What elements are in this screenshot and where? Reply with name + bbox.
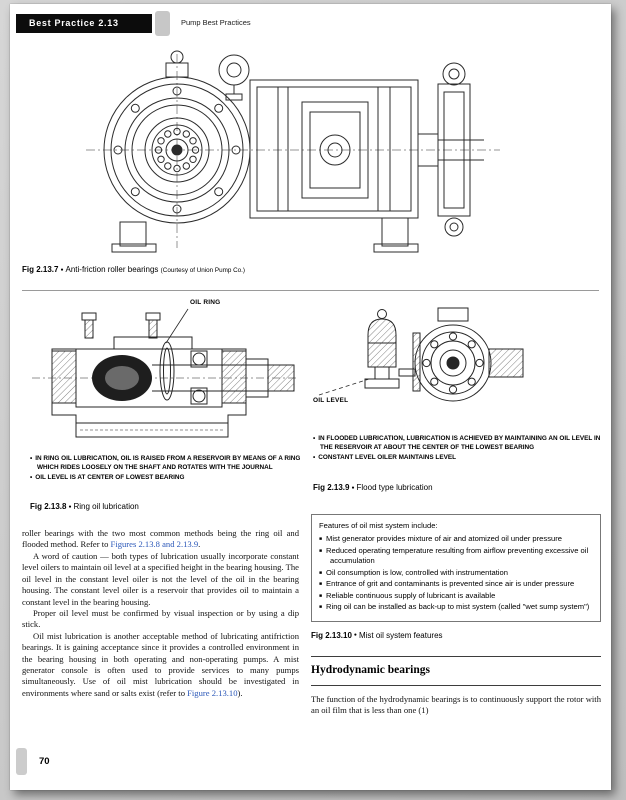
figure-note: •IN FLOODED LUBRICATION, LUBRICATION IS … <box>313 435 605 452</box>
bullet-icon: • <box>313 454 316 462</box>
square-bullet-icon: ■ <box>319 536 323 543</box>
list-item-text: Reliable continuous supply of lubricant … <box>326 590 496 600</box>
list-item: ■Ring oil can be installed as back-up to… <box>319 602 593 612</box>
figure-caption-text: Anti-friction roller bearings <box>65 265 159 274</box>
chapter-badge: Best Practice 2.13 <box>16 14 152 33</box>
figure-label: Fig 2.13.10 <box>311 630 352 640</box>
chapter-badge-label: Best Practice 2.13 <box>29 18 119 28</box>
square-bullet-icon: ■ <box>319 569 323 576</box>
figure-caption-text: Ring oil lubrication <box>73 502 139 511</box>
section-rule-top <box>311 655 601 657</box>
oil-mist-features-box: Features of oil mist system include: ■Mi… <box>311 514 601 622</box>
figure-2-13-8-caption: Fig 2.13.8●Ring oil lubrication <box>30 502 139 511</box>
figure-note-text: IN RING OIL LUBRICATION, OIL IS RAISED F… <box>35 455 301 471</box>
caption-bullet-icon: ● <box>351 484 355 491</box>
figure-2-13-8-notes: •IN RING OIL LUBRICATION, OIL IS RAISED … <box>30 455 304 485</box>
section-rule-bottom <box>311 684 601 686</box>
left-text-column: roller bearings with the two most common… <box>22 528 299 699</box>
hydrodynamic-bearings-section: Hydrodynamic bearings The function of th… <box>311 655 601 717</box>
flood-lubrication-drawing <box>318 307 524 402</box>
caption-bullet-icon: ● <box>353 632 357 639</box>
figure-caption-text: Flood type lubrication <box>356 483 433 492</box>
figure-2-13-7-caption: Fig 2.13.7●Anti-friction roller bearings… <box>22 265 245 274</box>
bullet-icon: • <box>30 455 33 462</box>
square-bullet-icon: ■ <box>319 547 323 554</box>
bullet-icon: • <box>30 474 33 482</box>
paragraph-text: Oil mist lubrication is another acceptab… <box>22 630 299 698</box>
figure-note-text: OIL LEVEL IS AT CENTER OF LOWEST BEARING <box>35 474 185 482</box>
list-item: ■Reliable continuous supply of lubricant… <box>319 591 593 601</box>
figure-2-13-8: OIL RING <box>30 297 298 449</box>
right-text-column: Features of oil mist system include: ■Mi… <box>311 514 601 717</box>
figure-note-text: CONSTANT LEVEL OILER MAINTAINS LEVEL <box>318 454 457 462</box>
figure-caption-text: Mist oil system features <box>358 630 443 640</box>
paragraph: Oil mist lubrication is another acceptab… <box>22 631 299 700</box>
figure-courtesy: (Courtesy of Union Pump Co.) <box>160 267 246 274</box>
list-item: ■Oil consumption is low, controlled with… <box>319 568 593 578</box>
paragraph: roller bearings with the two most common… <box>22 528 299 551</box>
list-item-text: Mist generator provides mixture of air a… <box>326 534 562 544</box>
figure-note: •IN RING OIL LUBRICATION, OIL IS RAISED … <box>30 455 304 472</box>
figure-2-13-10-caption: Fig 2.13.10●Mist oil system features <box>311 631 601 640</box>
figure-2-13-7 <box>82 44 506 260</box>
list-item-text: Entrance of grit and contaminants is pre… <box>326 579 575 589</box>
figure-2-13-9-notes: •IN FLOODED LUBRICATION, LUBRICATION IS … <box>313 435 605 465</box>
oil-ring-label: OIL RING <box>190 299 221 306</box>
square-bullet-icon: ■ <box>319 581 323 588</box>
figure-2-13-9-caption: Fig 2.13.9●Flood type lubrication <box>313 483 433 492</box>
header-notch-decoration <box>155 11 170 36</box>
figure-label: Fig 2.13.7 <box>22 265 59 274</box>
paragraph: A word of caution — both types of lubric… <box>22 550 299 607</box>
figure-label: Fig 2.13.9 <box>313 483 350 492</box>
features-box-title: Features of oil mist system include: <box>319 521 438 530</box>
figure-2-13-9: OIL LEVEL <box>313 303 525 431</box>
figure-cross-reference-link[interactable]: Figure 2.13.10 <box>187 687 238 698</box>
square-bullet-icon: ■ <box>319 604 323 611</box>
list-item-text: Oil consumption is low, controlled with … <box>326 567 508 577</box>
paragraph-text: . <box>198 539 201 550</box>
list-item: ■Entrance of grit and contaminants is pr… <box>319 579 593 589</box>
list-item: ■Mist generator provides mixture of air … <box>319 534 593 544</box>
list-item-text: Reduced operating temperature resulting … <box>326 545 589 566</box>
square-bullet-icon: ■ <box>319 592 323 599</box>
figure-note-text: IN FLOODED LUBRICATION, LUBRICATION IS A… <box>318 435 601 451</box>
document-page: Best Practice 2.13 Pump Best Practices <box>10 4 611 790</box>
list-item-text: Ring oil can be installed as back-up to … <box>326 602 590 612</box>
paragraph: Proper oil level must be confirmed by vi… <box>22 607 299 630</box>
bullet-icon: • <box>313 435 316 442</box>
figure-note: •CONSTANT LEVEL OILER MAINTAINS LEVEL <box>313 454 605 463</box>
list-item: ■Reduced operating temperature resulting… <box>319 546 593 567</box>
paragraph-text: roller bearings with the two most common… <box>22 528 299 550</box>
figure-note: •OIL LEVEL IS AT CENTER OF LOWEST BEARIN… <box>30 474 304 483</box>
pump-cross-section-drawing <box>86 50 500 253</box>
caption-bullet-icon: ● <box>60 266 64 273</box>
figure-cross-reference-link[interactable]: Figures 2.13.8 and 2.13.9 <box>110 539 199 550</box>
ring-oil-bearing-drawing <box>32 308 296 438</box>
figure-label: Fig 2.13.8 <box>30 502 67 511</box>
paragraph-text: ). <box>237 687 243 698</box>
horizontal-divider <box>22 290 599 291</box>
caption-bullet-icon: ● <box>68 503 72 510</box>
oil-level-label: OIL LEVEL <box>313 397 349 404</box>
section-heading: Hydrodynamic bearings <box>311 663 430 676</box>
running-head: Pump Best Practices <box>181 18 251 27</box>
footer-tab-decoration <box>16 748 27 775</box>
page-number: 70 <box>39 756 50 767</box>
paragraph: The function of the hydrodynamic bearing… <box>311 693 601 716</box>
